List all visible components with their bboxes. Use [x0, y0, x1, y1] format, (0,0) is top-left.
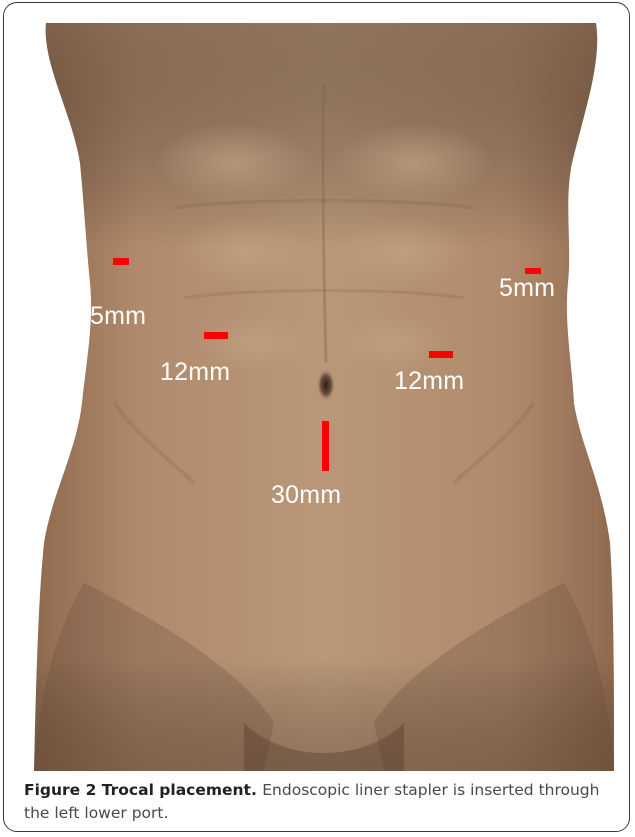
caption-label: Figure 2 [24, 781, 102, 799]
port-mark-umbilical [322, 421, 329, 471]
port-label-right-middle: 12mm [160, 360, 230, 385]
figure-caption: Figure 2 Trocal placement. Endoscopic li… [24, 779, 614, 825]
port-mark-right-upper [113, 258, 129, 265]
figure-frame: 5mm 12mm 30mm 12mm 5mm Figure 2 Trocal p… [3, 2, 630, 832]
port-label-left-middle: 12mm [394, 369, 464, 394]
port-mark-right-middle [204, 332, 228, 339]
port-label-left-upper: 5mm [499, 276, 555, 301]
port-label-umbilical: 30mm [271, 483, 341, 508]
port-mark-left-middle [429, 351, 453, 358]
abdomen-render [24, 23, 618, 771]
port-label-right-upper: 5mm [90, 304, 146, 329]
caption-title: Trocal placement. [102, 781, 262, 799]
abdomen-figure: 5mm 12mm 30mm 12mm 5mm [24, 23, 618, 771]
